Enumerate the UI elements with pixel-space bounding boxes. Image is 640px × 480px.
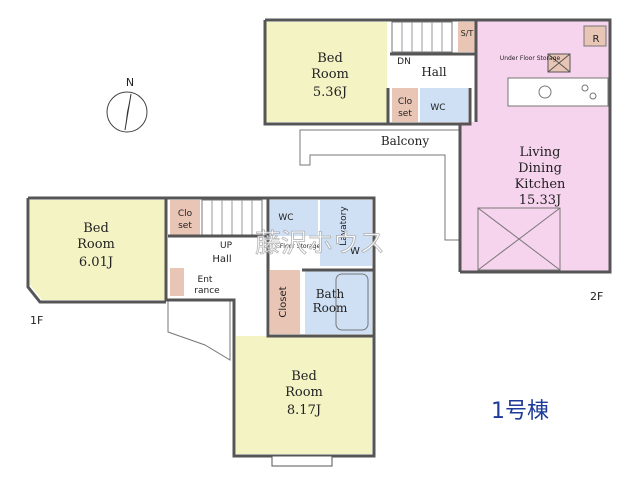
hall-1f-label: Hall (212, 254, 231, 265)
hall-1f (170, 238, 268, 266)
bedroom-2f-label: Bed (317, 51, 343, 66)
st-label: S/T (461, 29, 474, 38)
storage-st-2f (458, 22, 476, 52)
wc-2f-label: WC (430, 103, 445, 113)
bathroom-label: Room (313, 301, 348, 315)
window-1f-bottom (271, 455, 333, 467)
closet-1f-label: Clo (178, 209, 193, 219)
washer-label: W (350, 246, 360, 257)
kitchen-counter (507, 77, 609, 107)
watermark: 藤沢ホウス (255, 229, 385, 259)
closet-2f (392, 88, 418, 122)
ldk-label: Living (520, 145, 561, 160)
stove-icon (589, 92, 597, 100)
up-label: UP (220, 241, 233, 251)
ldk-label: Dining (518, 161, 562, 176)
lavatory-label: Lavatory (339, 206, 349, 246)
wc-1f-label: WC (278, 213, 293, 223)
walls-2f (263, 18, 612, 274)
entrance-label: rance (194, 286, 220, 296)
closet-1f-small (170, 200, 200, 236)
walls-1f (26, 196, 376, 458)
stairs-2f (391, 21, 453, 53)
floor-storage-label: Floor Storage (280, 243, 321, 250)
building-title: 1号棟 (491, 399, 549, 424)
bedroom-1f-b-label: Room (285, 385, 323, 400)
down-label: DN (397, 57, 411, 67)
entrance-closet (170, 268, 184, 296)
sink-icon (538, 85, 552, 99)
closet-1f-tall (270, 270, 300, 334)
bathtub (335, 273, 369, 331)
ldk-label: Kitchen (515, 177, 566, 192)
bedroom-1f-a-size: 6.01J (79, 255, 113, 270)
closet-2f-label: Clo (398, 97, 413, 107)
ldk-size: 15.33J (519, 193, 561, 208)
bedroom-1f-a (30, 200, 165, 300)
bedroom-1f-b-label: Bed (291, 369, 317, 384)
hall-2f (390, 55, 470, 85)
closet-1f-tall-label: Closet (278, 286, 289, 317)
bedroom-2f-label: Room (311, 67, 349, 82)
bathroom-1f (305, 270, 372, 334)
bedroom-2f (265, 22, 387, 122)
floor-1f-label: 1F (30, 314, 43, 327)
wc-1f (270, 200, 318, 236)
lavatory-1f (320, 200, 372, 266)
bedroom-2f-size: 5.36J (313, 85, 347, 100)
refrigerator-label: R (593, 34, 600, 45)
bedroom-1f-a-label: Room (77, 237, 115, 252)
entrance-label: Ent (198, 275, 213, 285)
closet-1f-label: set (178, 221, 192, 231)
refrigerator-space (583, 25, 607, 47)
floor-2f-label: 2F (590, 290, 603, 303)
bedroom-1f-b (236, 336, 372, 454)
void-area (477, 207, 561, 271)
wc-2f (420, 88, 468, 122)
bedroom-1f-b-size: 8.17J (287, 403, 321, 418)
balcony-label: Balcony (381, 134, 429, 148)
bedroom-1f-a-label: Bed (83, 221, 109, 236)
closet-2f-label: set (398, 109, 412, 119)
stove-icon (581, 84, 589, 92)
under-floor-storage-label: Under Floor Storage (500, 55, 561, 62)
stairs-1f (201, 199, 263, 237)
north-compass-icon (106, 91, 148, 133)
bathroom-label: Bath (316, 287, 345, 301)
entry-porch (167, 299, 231, 361)
north-label: N (126, 76, 134, 89)
hall-2f-label: Hall (421, 65, 446, 79)
